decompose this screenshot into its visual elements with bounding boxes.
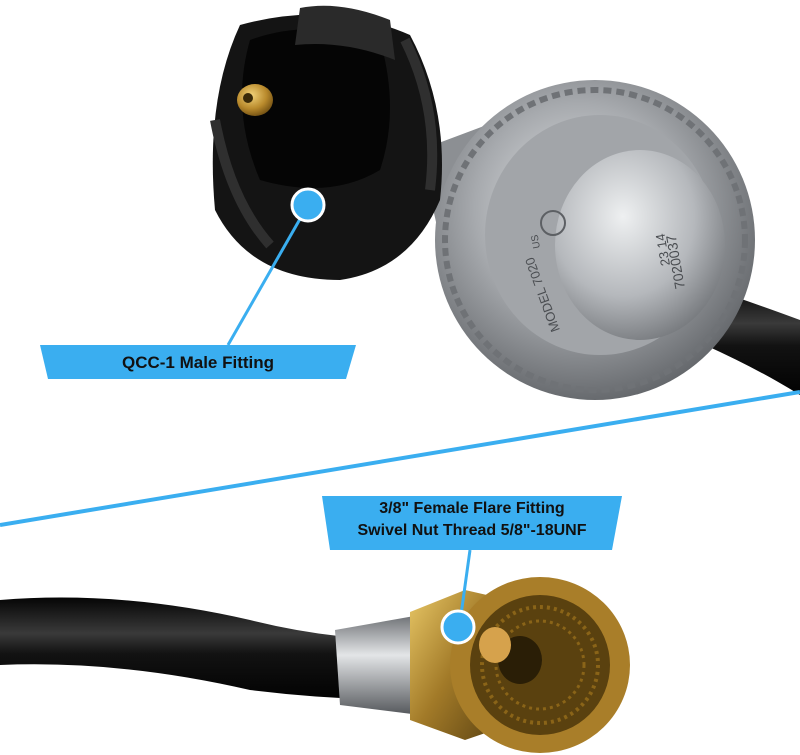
- flare-nut: [410, 577, 630, 753]
- callout-marker: [290, 187, 326, 223]
- qcc1-coupling: [210, 5, 442, 280]
- divider-line: [0, 390, 800, 527]
- callout-banner: [322, 496, 622, 550]
- regulator: MODEL 7020 7020037 23 14 US: [435, 80, 755, 400]
- regulator-date-marking: 23 14: [653, 232, 673, 267]
- callout-flare: [322, 496, 622, 645]
- brass-nozzle: [237, 84, 273, 116]
- regulator-cap: [555, 150, 725, 340]
- regulator-country-marking: US: [530, 233, 543, 249]
- callout-qcc1: [40, 187, 356, 379]
- callout-line-2: Swivel Nut Thread 5/8"-18UNF: [357, 522, 587, 539]
- callout-banner: [40, 345, 356, 379]
- certification-mark-icon: [540, 210, 566, 236]
- hose-ferrule: [335, 615, 420, 715]
- lower-hose: [0, 597, 410, 700]
- callout-marker: [440, 609, 476, 645]
- callout-label-qcc1: QCC-1 Male Fitting: [121, 353, 275, 372]
- callout-label-flare: 3/8" Female Flare Fitting Swivel Nut Thr…: [322, 498, 622, 542]
- callout-line-1: 3/8" Female Flare Fitting: [379, 500, 565, 517]
- callout-leader-line: [226, 204, 310, 346]
